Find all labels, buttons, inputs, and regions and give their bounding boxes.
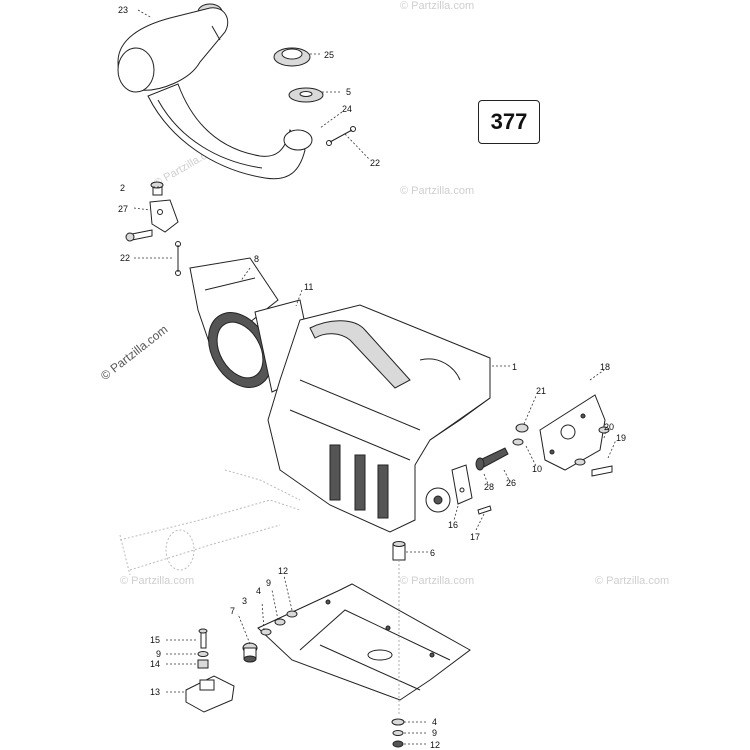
engine-mount-plate [539, 394, 606, 471]
spacer-21 [512, 423, 529, 446]
watermark: © Partzilla.com [400, 575, 475, 587]
callout-24: 24 [342, 104, 352, 114]
drive-line-outline [119, 469, 301, 576]
watermark: © Partzilla.com [400, 0, 475, 12]
callout-7: 7 [230, 606, 235, 616]
watermark: © Partzilla.com [400, 185, 475, 197]
callout-15: 15 [150, 635, 160, 645]
grommet [273, 47, 311, 67]
washers-19-20 [574, 426, 613, 477]
diagram-reference-number: 377 [478, 100, 540, 144]
bracket-16 [451, 464, 473, 505]
callout-9: 9 [432, 728, 437, 738]
callout-8: 8 [254, 254, 259, 264]
callout-26: 26 [506, 478, 516, 488]
engine-block [267, 304, 491, 533]
screw-17 [477, 505, 492, 515]
callout-25: 25 [324, 50, 334, 60]
callout-5: 5 [346, 87, 351, 97]
callout-4: 4 [256, 586, 261, 596]
callout-23: 23 [118, 5, 128, 15]
mounting-bracket [125, 199, 179, 242]
callout-9: 9 [266, 578, 271, 588]
callout-21: 21 [536, 386, 546, 396]
callout-12: 12 [278, 566, 288, 576]
callout-19: 19 [616, 433, 626, 443]
bottom-washers-4-9-12 [391, 718, 405, 748]
callout-12: 12 [430, 740, 440, 750]
bolt-15 [198, 628, 208, 649]
callout-3: 3 [242, 596, 247, 606]
callout-6: 6 [430, 548, 435, 558]
muffler [117, 3, 229, 93]
exhaust-clamp-spring [326, 126, 356, 146]
washers-9-14 [197, 651, 209, 669]
washer [288, 87, 324, 103]
callout-16: 16 [448, 520, 458, 530]
engine-mount-bolt [475, 447, 509, 471]
exhaust-pipe [147, 83, 313, 180]
leader-lines [133, 9, 617, 745]
stud [150, 181, 164, 196]
callout-2: 2 [120, 183, 125, 193]
callout-28: 28 [484, 482, 494, 492]
callout-4: 4 [432, 717, 437, 727]
spacer-6 [392, 541, 406, 561]
callout-14: 14 [150, 659, 160, 669]
spring [175, 241, 181, 276]
callout-22: 22 [120, 253, 130, 263]
callout-27: 27 [118, 204, 128, 214]
callout-20: 20 [604, 422, 614, 432]
callout-10: 10 [532, 464, 542, 474]
callout-22: 22 [370, 158, 380, 168]
watermark: © Partzilla.com [595, 575, 670, 587]
washers-3-4-9 [260, 610, 298, 636]
engine-support-cradle [257, 583, 471, 701]
front-mount-13 [185, 675, 235, 713]
callout-13: 13 [150, 687, 160, 697]
callout-9: 9 [156, 649, 161, 659]
rubber-mount-7 [242, 642, 258, 663]
callout-17: 17 [470, 532, 480, 542]
callout-18: 18 [600, 362, 610, 372]
callout-labels: 23 25 5 24 22 2 27 22 8 11 1 18 21 20 19… [118, 5, 626, 750]
callout-11: 11 [304, 282, 313, 292]
callout-1: 1 [512, 362, 517, 372]
watermark: © Partzilla.com [120, 575, 195, 587]
